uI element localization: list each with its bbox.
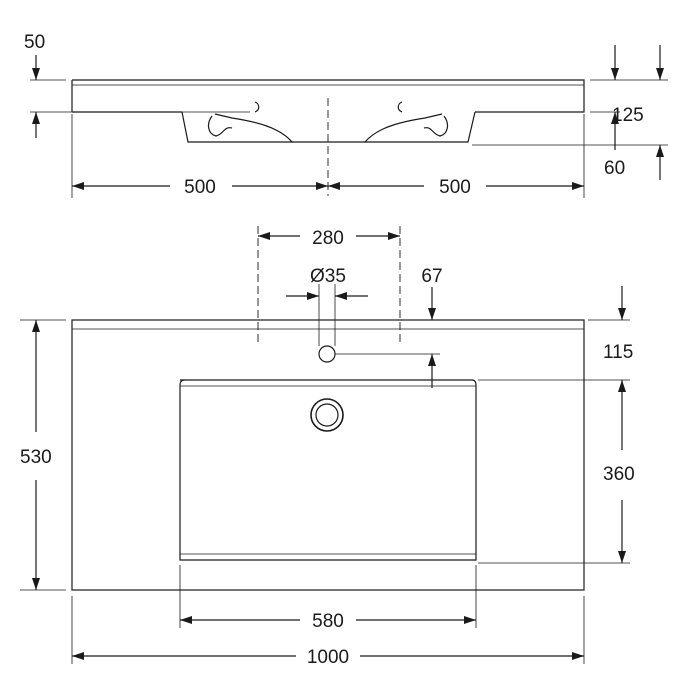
- dim-overall-height: 125: [612, 105, 644, 126]
- dim-tap-hole: Ø35: [310, 266, 346, 287]
- dim-tap-offset: 67: [421, 266, 442, 287]
- side-view-labels: 50 125 60 500 500: [24, 32, 644, 198]
- drain-icon: [310, 398, 344, 432]
- side-view: [30, 45, 668, 198]
- dim-bowl-length: 360: [603, 464, 635, 485]
- top-view-bowl: [179, 379, 477, 561]
- dim-tap-spacing: 280: [312, 228, 344, 249]
- dim-left-half: 500: [184, 177, 216, 198]
- top-view-countertop: [71, 319, 585, 591]
- tap-hole-icon: [318, 345, 336, 363]
- side-view-basin: [181, 111, 476, 143]
- dim-bowl-width: 580: [312, 611, 344, 632]
- top-view: [20, 226, 630, 664]
- dim-top-thickness: 50: [24, 32, 45, 53]
- dim-depth: 530: [20, 447, 52, 468]
- top-view-labels: 280 Ø35 67 115 360 530 580 1000: [20, 228, 635, 668]
- dim-total-width: 1000: [307, 647, 349, 668]
- dim-bowl-depth: 60: [604, 158, 625, 179]
- dim-back-to-bowl: 115: [603, 342, 633, 363]
- dim-right-half: 500: [439, 177, 471, 198]
